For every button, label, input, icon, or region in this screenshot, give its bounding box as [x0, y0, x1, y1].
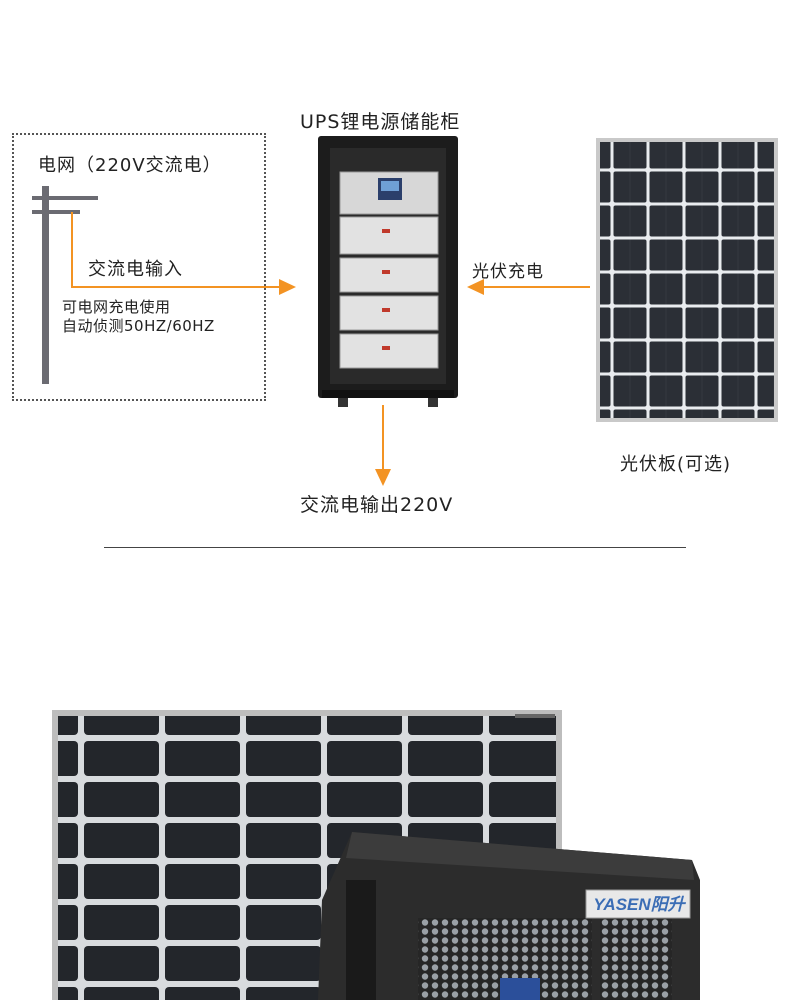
- grid-note-line1: 可电网充电使用: [62, 298, 171, 316]
- section-divider: [104, 547, 686, 548]
- grid-note-line2: 自动侦测50HZ/60HZ: [62, 317, 215, 335]
- pv-charge-arrow-icon: [467, 279, 590, 295]
- ac-output-label: 交流电输出220V: [300, 494, 454, 516]
- ac-input-label: 交流电输入: [88, 259, 183, 280]
- grid-box: [12, 133, 266, 401]
- solar-panel-icon: [596, 138, 778, 422]
- pv-panel-label: 光伏板(可选): [620, 454, 732, 475]
- pv-charge-label: 光伏充电: [472, 262, 544, 282]
- ac-input-arrow-icon: [71, 212, 296, 295]
- power-pole-icon: [32, 186, 98, 384]
- grid-title: 电网（220V交流电）: [38, 155, 222, 176]
- cabinet-title: UPS锂电源储能柜: [300, 111, 461, 133]
- ups-cabinet-icon: [318, 136, 458, 407]
- cabinet-photo: [318, 832, 700, 1000]
- brand-logo: YASEN阳升: [593, 895, 685, 914]
- ac-output-arrow-icon: [375, 405, 391, 486]
